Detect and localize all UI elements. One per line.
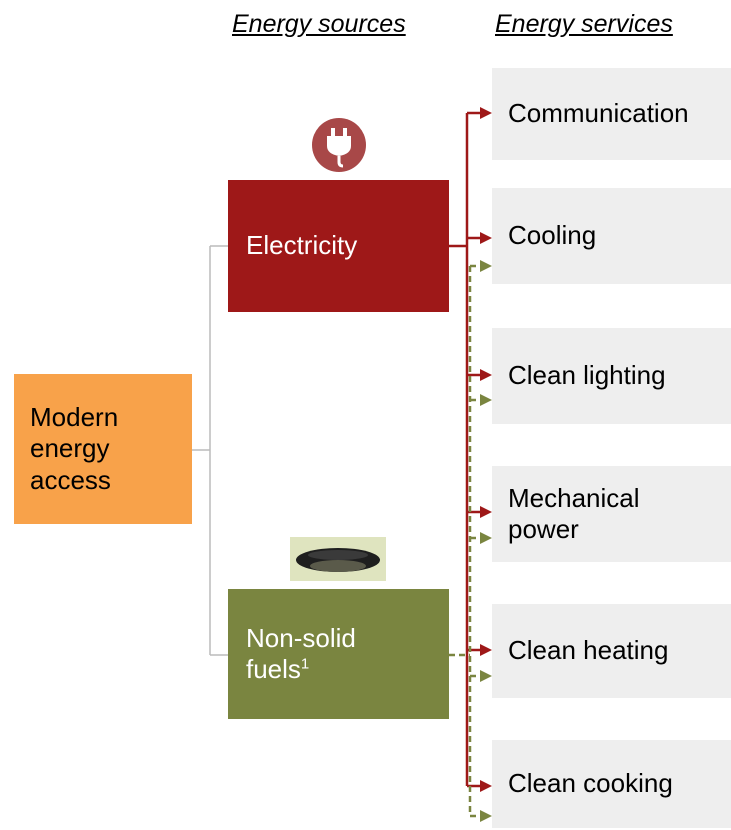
service-label: Communication — [508, 98, 689, 129]
service-label: Clean lighting — [508, 360, 666, 391]
energy-sources-header: Energy sources — [232, 10, 406, 38]
electricity-label: Electricity — [246, 230, 358, 261]
modern-energy-access-box: Modern energy access — [14, 374, 192, 524]
root-to-sources-connector — [192, 245, 228, 656]
fuels-arrowheads — [480, 260, 492, 822]
footnote-marker: 1 — [300, 655, 310, 673]
service-communication: Communication — [492, 68, 731, 160]
service-label: Clean cooking — [508, 768, 673, 799]
service-clean-heating: Clean heating — [492, 604, 731, 698]
service-clean-lighting: Clean lighting — [492, 328, 731, 424]
plug-icon — [312, 118, 366, 172]
service-mechanical-power: Mechanical power — [492, 466, 731, 562]
service-label: Cooling — [508, 220, 597, 251]
fuels-connectors — [449, 264, 480, 818]
non-solid-fuels-box: Non-solid fuels1 — [228, 589, 449, 719]
electricity-arrowheads — [480, 107, 492, 792]
non-solid-fuels-label: Non-solid fuels1 — [246, 622, 356, 684]
electricity-connectors — [449, 111, 480, 788]
energy-services-header: Energy services — [495, 10, 673, 38]
modern-energy-access-label: Modern energy access — [30, 402, 119, 495]
service-clean-cooking: Clean cooking — [492, 740, 731, 828]
service-cooling: Cooling — [492, 188, 731, 284]
service-label: Clean heating — [508, 635, 669, 666]
service-label: Mechanical power — [508, 482, 640, 544]
gas-burner-icon — [290, 537, 386, 581]
electricity-box: Electricity — [228, 180, 449, 312]
